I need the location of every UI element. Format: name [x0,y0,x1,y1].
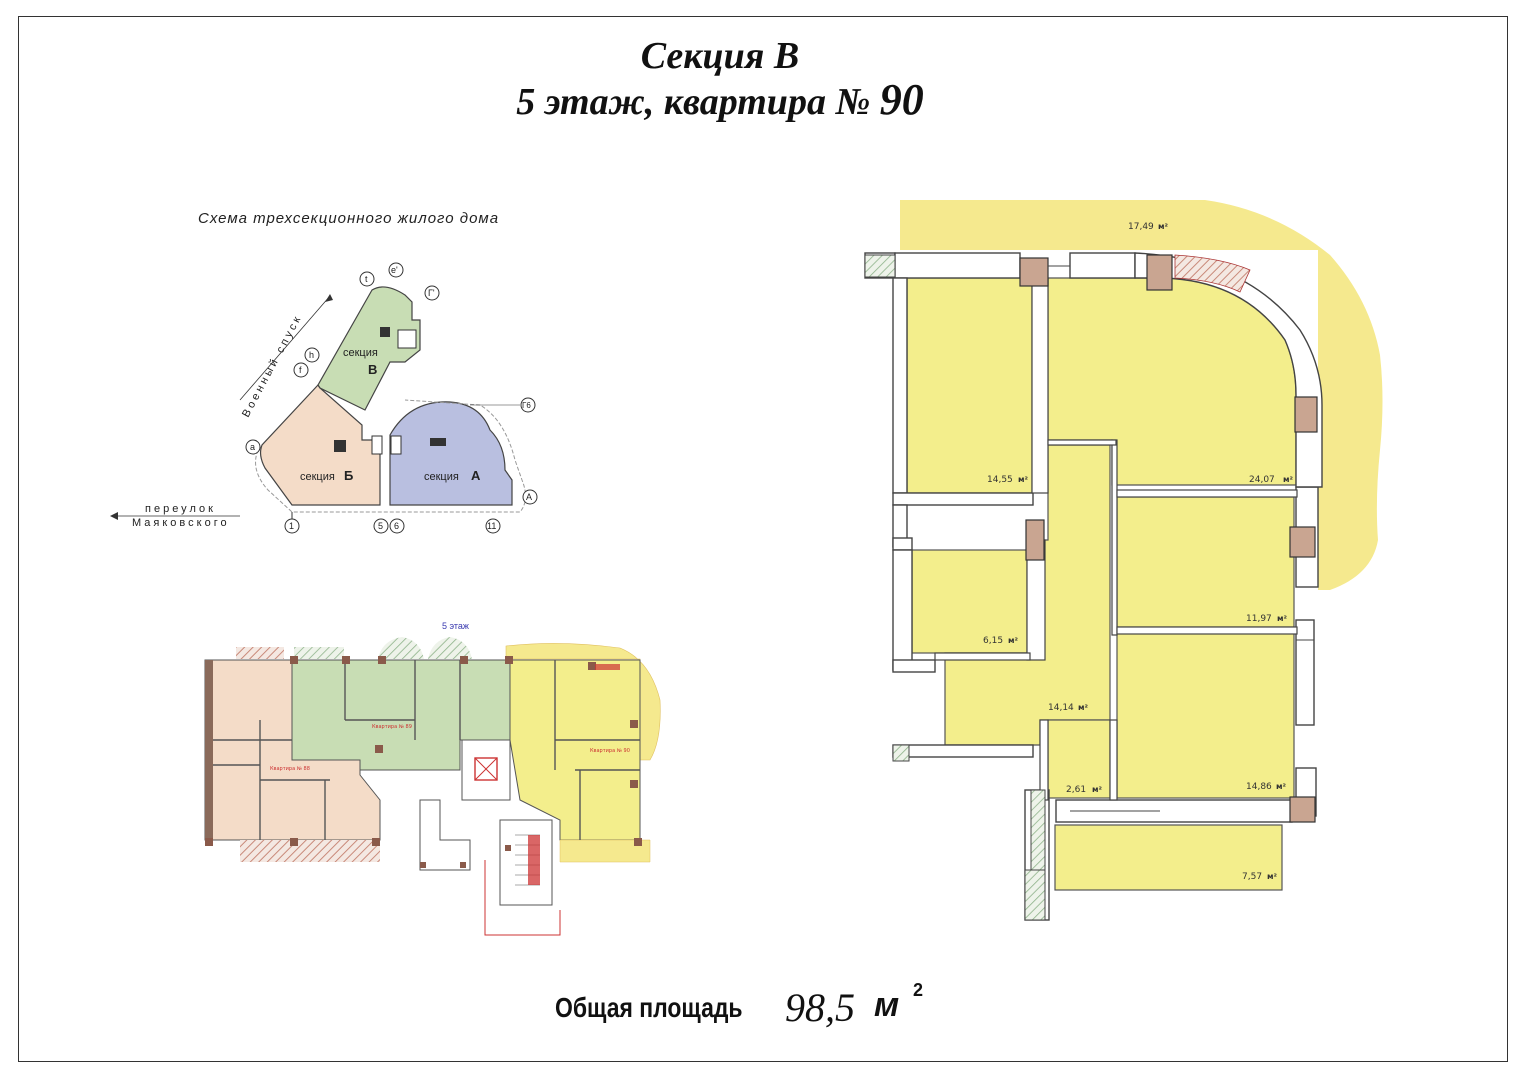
total-area-unit: м [874,986,900,1024]
area-bath: 6,15 [983,636,1003,646]
apartment-plan: 17,49 м² 14,55 м² 24,07 м² 11,97 м² 6,15… [864,200,1383,921]
axis-a: a [250,442,255,452]
section-b-letter: Б [344,468,353,483]
room-left-shape [906,277,1033,494]
section-a-shape [389,401,513,506]
balcony-top-shape [900,200,1383,590]
street-mayakovskogo: Маяковского [132,517,230,529]
axis-6: 6 [394,521,399,531]
kitchen-shape [1116,496,1295,628]
wc-shape [1047,719,1111,799]
balcony-bottom-shape [1054,824,1283,891]
section-title: Секция В [640,35,800,77]
unit-wc: м² [1092,785,1103,794]
area-bedroom: 14,86 [1246,782,1272,792]
unit-balcony-top: м² [1158,222,1169,231]
axis-A: A [526,492,532,502]
axis-e: e' [391,265,398,275]
svg-text:Квартира № 89: Квартира № 89 [372,724,412,730]
unit-balcony-bottom: м² [1267,872,1278,881]
axis-h: h [309,350,314,360]
section-b-word: секция [300,471,335,483]
total-area-sup: 2 [913,980,924,1000]
axis-f: f [299,365,302,375]
axis-11: 11 [487,521,496,531]
section-a-word: секция [424,471,459,483]
unit-hall: м² [1078,703,1089,712]
axis-1: 1 [289,521,294,531]
floor-overview-plan: 5 этаж [204,621,661,936]
area-hall: 14,14 [1048,703,1074,713]
axis-g1: Г' [428,288,435,298]
area-balcony-bottom: 7,57 [1242,872,1262,882]
unit-room-left: м² [1018,475,1029,484]
axis-markers: 1 5 6 11 A a f h t e' Г' Г6 [245,262,538,534]
bedroom-shape [1116,632,1295,799]
building-scheme: секция В секция Б секция А Военный спуск… [110,262,538,534]
page-frame [18,16,1508,1062]
section-v-shape [317,286,421,411]
area-kitchen: 11,97 [1246,614,1272,624]
scheme-title: Схема трехсекционного жилого дома [198,210,500,227]
axis-5: 5 [378,521,383,531]
area-balcony-top: 17,49 [1128,222,1154,232]
unit-kitchen: м² [1277,614,1288,623]
area-living: 24,07 [1249,475,1275,485]
unit-living: м² [1283,475,1294,484]
axis-t: t [365,274,368,284]
section-v-word: секция [343,347,378,359]
area-wc: 2,61 [1066,785,1086,795]
unit-bedroom: м² [1276,782,1287,791]
area-room-left: 14,55 [987,475,1013,485]
apartment-number: 90 [879,75,924,124]
axis-g6: Г6 [522,401,531,410]
svg-text:Квартира № 90: Квартира № 90 [590,748,630,754]
floor-apartment-title: 5 этаж, квартира № 90 [0,74,1440,125]
street-pereulok: переулок [145,503,216,515]
bath-shape [911,549,1028,654]
section-v-letter: В [368,362,377,377]
svg-text:Квартира № 88: Квартира № 88 [270,766,310,772]
section-b-shape [259,384,381,506]
floor-apartment-label: 5 этаж, квартира № [516,81,871,123]
unit-bath: м² [1008,636,1019,645]
total-area-value: 98,5 [785,985,855,1030]
total-area-label: Общая площадь [555,992,743,1023]
section-a-letter: А [471,468,481,483]
floor-overview-label: 5 этаж [442,621,469,631]
